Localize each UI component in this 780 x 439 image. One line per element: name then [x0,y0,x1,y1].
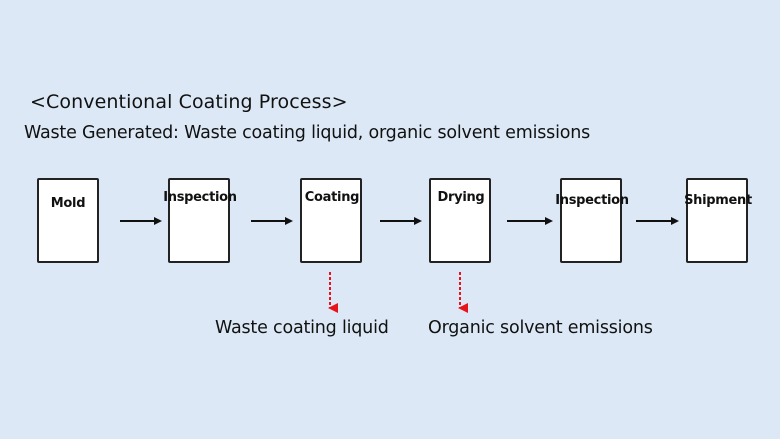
step-box-shipment [686,178,748,263]
step-label-shipment: Shipment [684,193,752,208]
step-box-drying [429,178,491,263]
step-box-inspection-1 [168,178,230,263]
step-label-inspection-2: Inspection [555,193,629,208]
step-box-inspection-2 [560,178,622,263]
step-label-drying: Drying [437,190,485,205]
step-label-mold: Mold [50,196,86,211]
waste-label-solvent-emissions: Organic solvent emissions [428,318,653,338]
waste-summary: Waste Generated: Waste coating liquid, o… [24,123,591,143]
step-label-inspection-1: Inspection [163,190,237,205]
step-label-coating: Coating [304,190,360,205]
step-box-mold [37,178,99,263]
step-box-coating [300,178,362,263]
diagram-title: <Conventional Coating Process> [30,91,348,113]
waste-label-coating-liquid: Waste coating liquid [215,318,389,338]
